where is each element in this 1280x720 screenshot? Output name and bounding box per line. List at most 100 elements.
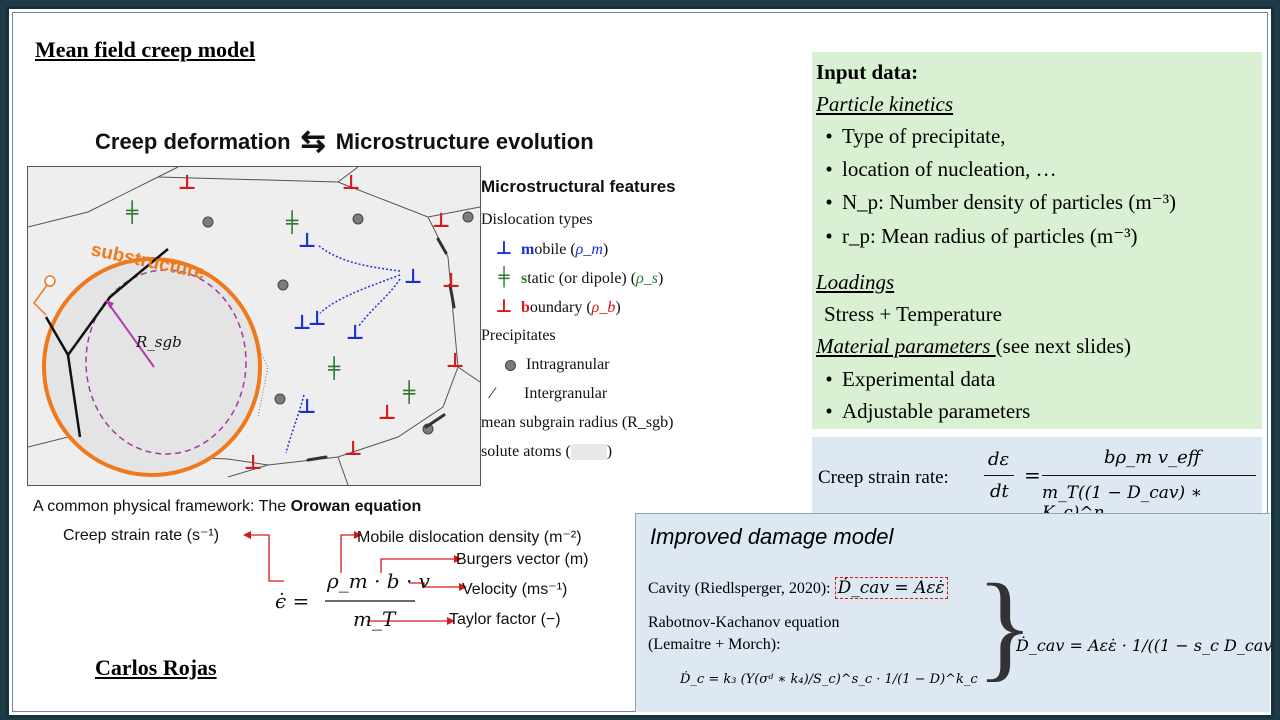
legend-intragranular: Intragranular [481,350,676,379]
svg-text:⊥: ⊥ [293,310,311,334]
static-close: ) [657,270,664,287]
legend-intergranular: ⁄ Intergranular [481,379,676,408]
brace: } [976,559,1034,692]
radius-label: R_sgb [135,333,182,351]
solute-close: ) [606,443,613,460]
creep-rate-label: Creep strain rate (s⁻¹) [63,527,220,544]
microstructure-schematic: substructure R_sgb ⊥⊥ ⊥⊥ ⊥⊥ ⊥⊥ ╪╪ ╪╪ ⊥⊥ [27,166,481,486]
orowan-heading-text: A common physical framework: The [33,498,291,515]
static-symbol: ρ_s [636,270,658,287]
rk-equation: Ḋ_c = k₃ (Y(σᵈ ∗ k₄)/S_c)^s_c · 1/(1 − D… [680,672,978,687]
svg-text:╪: ╪ [402,380,416,404]
taylor-label: Taylor factor (−) [449,611,561,628]
legend-static: ╪ static (or dipole) (ρ_s) [481,263,676,292]
boundary-close: ) [615,299,621,316]
subgrain-radius-label: mean subgrain radius (R_sgb) [481,414,674,431]
svg-text:⊥: ⊥ [378,400,396,424]
velocity-label: Velocity (ms⁻¹) [462,581,568,598]
svg-text:⊥: ⊥ [342,170,360,194]
input-data-box: Input data: Particle kinetics Type of pr… [812,52,1262,429]
mobile-close: ) [602,241,609,258]
material-parameters-heading: Material parameters [816,334,996,358]
material-note: (see next slides) [995,334,1131,358]
boundary-symbol: ρ_b [591,299,616,316]
intergranular-line-icon: ⁄ [491,385,494,402]
rate-bar [1042,475,1256,476]
boundary-text: oundary ( [529,299,592,316]
svg-text:⊥: ⊥ [298,228,316,252]
solute-swatch [570,444,607,461]
legend-boundary: ⊥ boundary (ρ_b) [481,292,676,321]
damage-model-box: Improved damage model Cavity (Riedlsperg… [635,513,1271,712]
svg-text:╪: ╪ [327,356,341,380]
orowan-lhs: ϵ̇ = [275,589,310,613]
input-data-title: Input data: [816,60,919,84]
svg-text:╪: ╪ [125,200,139,224]
svg-text:⊥: ⊥ [404,264,422,288]
author-name: Carlos Rojas [95,655,217,680]
material-parameters-row: Material parameters (see next slides) [816,334,1131,359]
solute-atoms-row: solute atoms () [481,437,676,466]
static-dislocation-icon: ╪ [498,267,510,288]
input-item-2: location of nucleation, … [816,157,1057,182]
exchange-arrows-icon: ⇆ [300,125,326,158]
slide-frame: Mean field creep model Creep deformation… [6,6,1274,718]
radius-line [105,299,155,368]
mobile-dislocation-icon: ⊥ [495,238,513,259]
dislocation-types-label: Dislocation types [481,211,593,228]
creep-strain-rate-box: Creep strain rate: dε dt = bρ_m v_eff m_… [812,437,1262,523]
burgers-label: Burgers vector (m) [456,551,589,568]
solute-text: solute atoms ( [481,443,571,460]
orowan-denominator: m_T [353,607,396,631]
input-item-3: N_p: Number density of particles (m⁻³) [816,190,1176,215]
cavity-label: Cavity (Riedlsperger, 2020): [648,580,831,597]
svg-text:⊥: ⊥ [442,268,460,292]
svg-text:⊥: ⊥ [244,450,262,474]
loadings-value: Stress + Temperature [824,302,1002,326]
orowan-connectors [243,531,467,625]
rate-lhs-den: dt [990,481,1009,502]
rk-label-2: (Lemaitre + Morch): [648,636,781,653]
orowan-numerator: ρ_m · b · v [327,569,430,593]
rate-lhs-num: dε [988,449,1010,470]
orowan-heading: A common physical framework: The Orowan … [33,498,421,516]
microstructure-svg: substructure R_sgb ⊥⊥ ⊥⊥ ⊥⊥ ⊥⊥ ╪╪ ╪╪ ⊥⊥ [28,167,480,485]
mobile-symbol: ρ_m [575,241,603,258]
slide-title: Mean field creep model [35,37,256,62]
input-item-1: Type of precipitate, [816,124,1006,149]
material-item-2: Adjustable parameters [816,399,1030,424]
mobile-bold: m [521,241,535,258]
svg-text:⊥: ⊥ [346,320,364,344]
cavity-row: Cavity (Riedlsperger, 2020): Ḋ_cav = Aεε… [648,577,948,599]
particle-kinetics-heading: Particle kinetics [816,92,954,116]
combined-equation: Ḋ_cav = Aεε̇ · 1/((1 − s_c D_cav) ∗ S_c)… [1016,636,1274,655]
features-title: Microstructural features [481,177,676,196]
boundary-dislocation-icon: ⊥ [495,296,513,317]
rate-numerator: bρ_m v_eff [1104,447,1201,468]
heading-creep-deformation: Creep deformation [95,129,291,154]
loadings-heading: Loadings [816,270,895,294]
rate-equals: = [1024,463,1041,487]
svg-text:⊥: ⊥ [178,170,196,194]
mobile-text: obile ( [534,241,576,258]
rate-lhs-bar [984,475,1014,476]
figure-heading: Creep deformation ⇆ Microstructure evolu… [95,125,594,158]
svg-text:⊥: ⊥ [344,436,362,460]
svg-text:⊥: ⊥ [298,394,316,418]
damage-title: Improved damage model [650,524,894,549]
svg-text:⊥: ⊥ [308,306,326,330]
intragranular-dot-icon [505,359,516,371]
subgrain-dashed-ellipse [85,269,247,455]
boundary-bold: b [521,299,530,316]
mobile-density-label: Mobile dislocation density (m⁻²) [357,529,582,546]
heading-microstructure-evolution: Microstructure evolution [335,129,594,154]
intergranular-text: Intergranular [524,385,608,402]
input-item-4: r_p: Mean radius of particles (m⁻³) [816,224,1138,249]
intragranular-text: Intragranular [526,356,610,373]
creep-strain-rate-label: Creep strain rate: [818,467,949,488]
svg-text:⊥: ⊥ [446,348,464,372]
static-text: tatic (or dipole) ( [527,270,637,287]
features-legend: Microstructural features Dislocation typ… [481,177,676,466]
substructure-circle [42,257,262,477]
cavity-equation: Ḋ_cav = Aεε̇ [834,577,948,599]
